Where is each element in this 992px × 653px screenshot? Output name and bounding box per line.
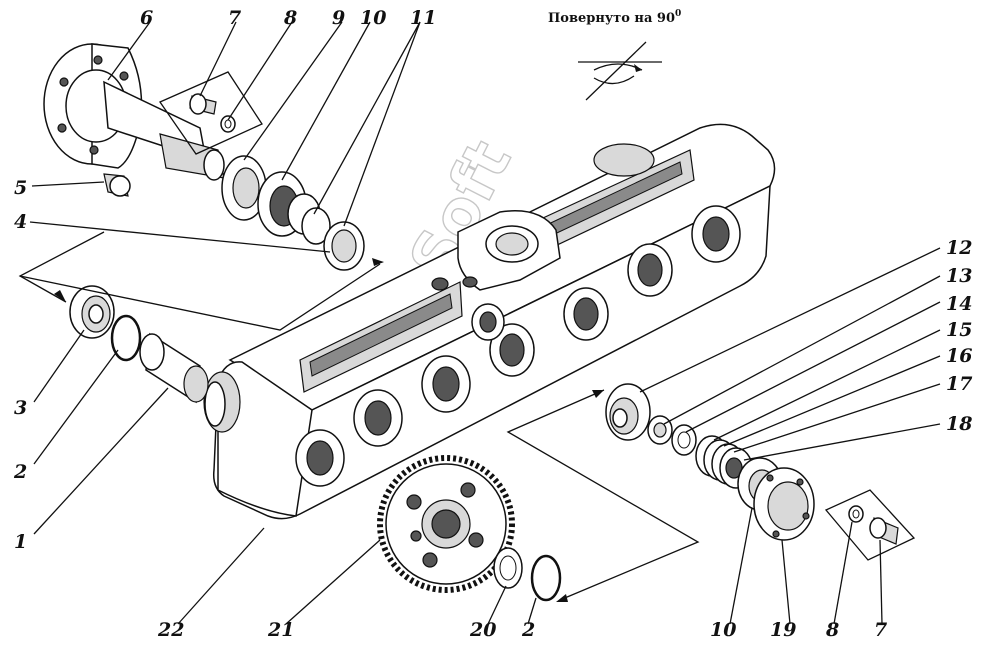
rotation-symbol — [578, 41, 662, 101]
leader-lines — [29, 21, 941, 625]
callout-14: 14 — [946, 293, 972, 315]
callout-8-bottom: 8 — [825, 619, 839, 641]
callout-3: 3 — [14, 397, 27, 419]
callout-13: 13 — [946, 265, 972, 287]
bearing-bores — [295, 205, 741, 487]
circlip-left — [110, 314, 142, 362]
callout-17: 17 — [946, 373, 972, 395]
thrust-washer — [493, 547, 523, 589]
callout-18: 18 — [946, 413, 972, 435]
flange-shaft — [43, 43, 225, 181]
callout-2-left: 2 — [13, 461, 27, 483]
callout-22: 22 — [157, 619, 184, 641]
callout-11: 11 — [410, 7, 436, 29]
callout-1: 1 — [14, 531, 27, 553]
rotation-note: Повернуто на 900 — [548, 9, 681, 26]
bolt-washer-set-right — [824, 489, 916, 561]
bolt-washer-set-top — [159, 71, 263, 155]
callout-9: 9 — [332, 7, 345, 29]
callout-6: 6 — [140, 7, 153, 29]
lock-washer — [647, 415, 673, 445]
spur-gear — [377, 455, 515, 593]
callout-10: 10 — [360, 7, 386, 29]
callout-4: 4 — [14, 211, 27, 233]
assembly-guides — [18, 231, 700, 602]
seal-stack-top — [221, 155, 365, 271]
callout-16: 16 — [946, 345, 972, 367]
callout-7: 7 — [228, 7, 241, 29]
callout-19: 19 — [770, 619, 796, 641]
callout-10-bottom: 10 — [710, 619, 736, 641]
callout-12: 12 — [946, 237, 972, 259]
callout-15: 15 — [946, 319, 972, 341]
end-cover — [753, 467, 815, 541]
callout-7-bottom: 7 — [874, 619, 887, 641]
stud-bolt — [103, 173, 131, 197]
gearbox-housing — [203, 123, 776, 520]
callout-21: 21 — [267, 619, 294, 641]
callout-2-bottom: 2 — [521, 619, 535, 641]
bearing-left — [69, 285, 115, 339]
bearing-right — [605, 383, 651, 441]
spacer-sleeve — [139, 332, 209, 404]
circlip-bottom — [530, 554, 562, 602]
round-nut — [671, 424, 697, 456]
callout-5: 5 — [14, 177, 27, 199]
callout-labels: 6 7 8 9 10 11 5 4 3 2 1 22 21 20 2 10 19… — [13, 7, 972, 641]
callout-8: 8 — [283, 7, 297, 29]
callout-20: 20 — [469, 619, 496, 641]
